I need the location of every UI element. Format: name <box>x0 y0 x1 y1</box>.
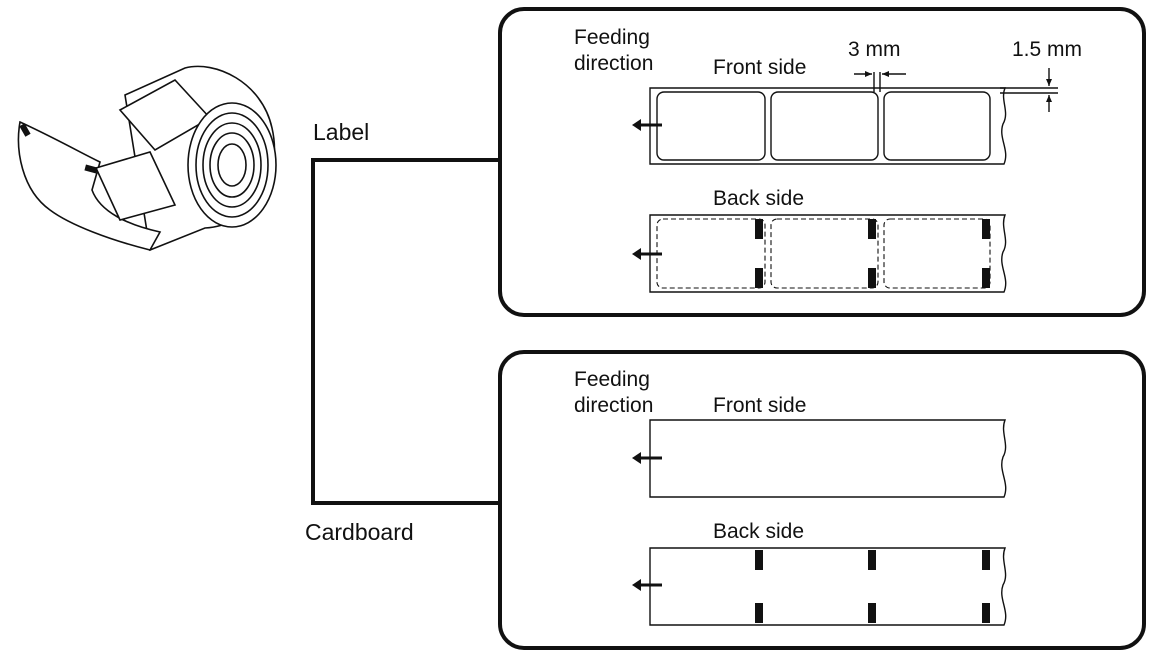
cardboard-feeding-direction-line2: direction <box>574 394 653 417</box>
cardboard-front-arrow-icon <box>632 452 662 464</box>
label-type-name: Label <box>313 119 369 145</box>
cardboard-feeding-direction-line1: Feeding <box>574 368 650 391</box>
front-label-2 <box>770 91 879 161</box>
label-back-side-title: Back side <box>713 187 804 210</box>
label-back-arrow-icon <box>632 248 662 260</box>
label-back-strip <box>649 214 1007 293</box>
cardboard-type-name: Cardboard <box>305 519 414 545</box>
label-front-side-title: Front side <box>713 56 806 79</box>
front-label-3 <box>883 91 991 161</box>
cardboard-back-side-title: Back side <box>713 520 804 543</box>
label-back-black-marks <box>755 219 990 288</box>
label-front-arrow-icon <box>632 119 662 131</box>
label-front-strip <box>649 68 1058 165</box>
cardboard-back-arrow-icon <box>632 579 662 591</box>
label-feeding-direction-line2: direction <box>574 52 653 75</box>
cardboard-back-strip <box>649 547 1007 626</box>
cardboard-front-strip <box>649 419 1007 498</box>
label-gap-dimension: 3 mm <box>848 38 901 61</box>
label-roll-illustration <box>17 65 277 252</box>
label-feeding-direction-line1: Feeding <box>574 26 650 49</box>
cardboard-back-black-marks <box>755 550 990 623</box>
dimension-arrowheads <box>865 71 1052 102</box>
cardboard-panel <box>498 350 1146 650</box>
connector-line <box>311 158 500 505</box>
cardboard-front-side-title: Front side <box>713 394 806 417</box>
label-edge-dimension: 1.5 mm <box>1012 38 1082 61</box>
